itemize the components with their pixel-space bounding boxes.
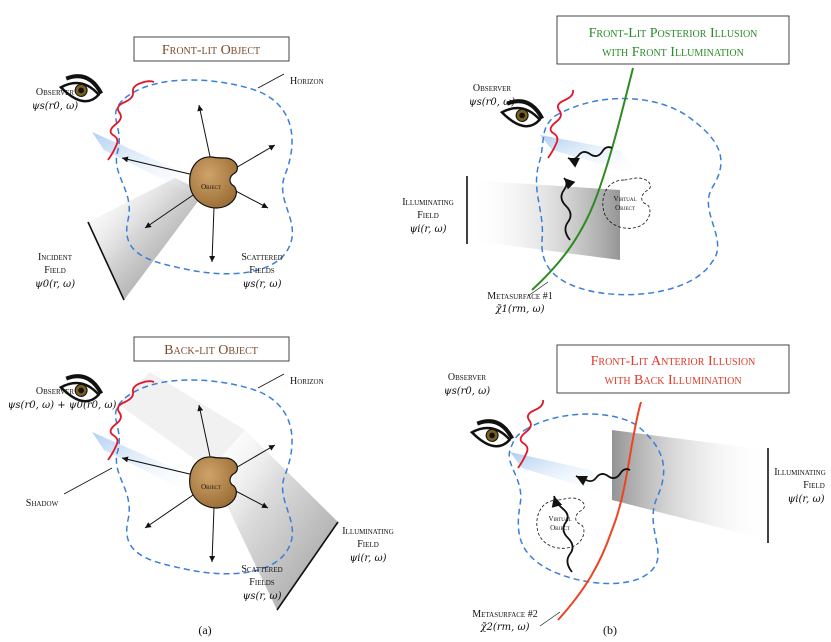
observer-label: Observer: [473, 83, 511, 94]
illum-label-2: Field: [357, 539, 379, 550]
shadow-label: Shadow: [26, 498, 59, 509]
object-label: Object: [201, 483, 221, 491]
panel-a-top-title: Front-lit Object: [162, 43, 260, 58]
observer-cone: [92, 132, 200, 198]
panel-b-top-title-1: Front-Lit Posterior Illusion: [589, 26, 758, 41]
horizon-curve: [114, 79, 294, 275]
illum-label-1: Illuminating: [342, 526, 394, 537]
panel-b-top-title-2: with Front Illumination: [602, 45, 744, 60]
metasurface-pointer: [539, 611, 561, 627]
illum-beam: [467, 180, 620, 260]
panel-b-bottom-title-2: with Back Illumination: [604, 373, 741, 388]
incident-label-2: Field: [44, 265, 66, 276]
shadow-pointer: [63, 467, 113, 495]
wavy-arrow-up: [560, 177, 576, 241]
horizon-label: Horizon: [290, 376, 324, 387]
incident-source-line: [87, 221, 125, 301]
horizon-label: Horizon: [290, 76, 324, 87]
observer-math: ψs(r0, ω): [469, 97, 516, 108]
title-box-anterior: [556, 344, 790, 394]
title-box-posterior: [556, 15, 790, 65]
observer-wave: [107, 80, 155, 161]
illum-label-1: Illuminating: [774, 467, 826, 478]
back-illum-beam-fade: [118, 372, 245, 470]
horizon-curve: [114, 379, 294, 575]
virtual-label-1: Virtual: [613, 195, 636, 203]
panel-b-top: Front-Lit Posterior Illusion with Front …: [402, 15, 790, 315]
observer-math: ψs(r0, ω) + ψ0(r0, ω): [8, 400, 117, 411]
panel-a-top: Front-lit Object Object Observer ψs(r0, …: [32, 36, 324, 301]
illum-math: ψi(r, ω): [349, 553, 386, 564]
scattered-label-1: Scattered: [241, 564, 282, 575]
observer-cone: [510, 452, 610, 495]
panel-a-bottom: Back-lit Object Object Observer ψs(r0, ω…: [8, 336, 394, 611]
wavy-arrow-up: [551, 495, 574, 573]
wavy-arrow-left: [575, 468, 631, 486]
panel-b-bottom-title-1: Front-Lit Anterior Illusion: [591, 354, 756, 369]
incident-label-1: Incident: [38, 252, 73, 263]
scattered-math: ψs(r, ω): [243, 591, 282, 602]
illum-label-1: Illuminating: [402, 197, 454, 208]
illum-source-line: [276, 521, 339, 611]
scattered-label-2: Fields: [249, 577, 274, 588]
observer-wave: [517, 399, 544, 469]
object-label: Object: [201, 183, 221, 191]
virtual-label-2: Object: [550, 524, 570, 532]
illum-math: ψi(r, ω): [409, 224, 446, 235]
meta-label: Metasurface #1: [487, 291, 552, 302]
incident-beam: [88, 178, 205, 300]
panel-b-bottom: Front-Lit Anterior Illusion with Back Il…: [444, 344, 826, 633]
illum-label-2: Field: [803, 480, 825, 491]
title-box-back-lit: [133, 336, 290, 362]
eye-icon: [467, 413, 518, 454]
observer-wave: [547, 89, 574, 159]
panel-a-bottom-title: Back-lit Object: [164, 343, 258, 358]
object-shape: [189, 156, 238, 209]
observer-label: Observer: [36, 386, 74, 397]
metasurface-1: [531, 67, 634, 291]
illum-beam: [612, 430, 768, 540]
meta-label: Metasurface #2: [472, 609, 537, 620]
horizon-curve: [535, 97, 722, 296]
virtual-label-2: Object: [615, 204, 635, 212]
metasurface-2: [557, 401, 642, 621]
object-shape: [189, 456, 238, 509]
observer-wave: [107, 380, 155, 461]
illum-label-2: Field: [417, 210, 439, 221]
observer-label: Observer: [36, 87, 74, 98]
meta-math: χ̃2(rm, ω): [480, 622, 530, 633]
meta-math: χ̃1(rm, ω): [495, 304, 545, 315]
caption-b: (b): [603, 623, 617, 637]
scattered-label-1: Scattered: [241, 252, 282, 263]
scattered-label-2: Fields: [249, 265, 274, 276]
virtual-label-1: Virtual: [548, 515, 571, 523]
title-box-front-lit: [133, 36, 290, 62]
back-illum-beam: [210, 430, 338, 610]
horizon-pointer: [257, 73, 285, 89]
horizon-curve: [508, 413, 665, 585]
observer-math: ψs(r0, ω): [32, 101, 79, 112]
scattered-math: ψs(r, ω): [243, 279, 282, 290]
wavy-arrow-left: [567, 146, 613, 168]
incident-math: ψ0(r, ω): [35, 279, 75, 290]
metasurface-pointer: [527, 281, 549, 297]
illum-math: ψi(r, ω): [787, 494, 824, 505]
observer-label: Observer: [448, 372, 486, 383]
horizon-pointer: [257, 373, 285, 389]
caption-a: (a): [198, 623, 211, 637]
observer-math: ψs(r0, ω): [444, 386, 491, 397]
